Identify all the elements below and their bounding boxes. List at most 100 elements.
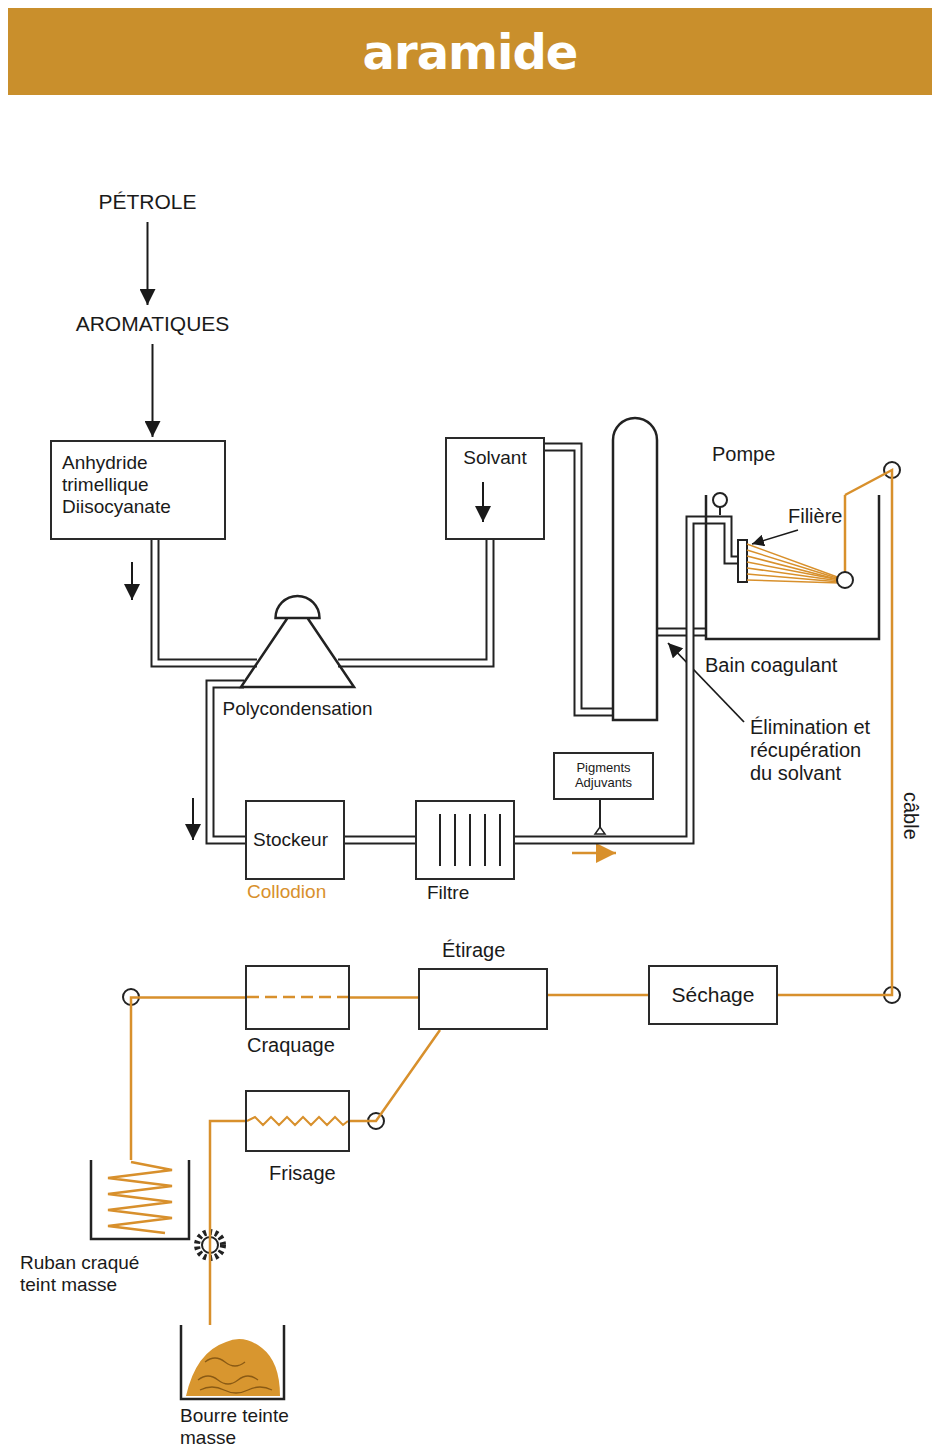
node-caption: Polycondensation [195,698,400,720]
fibre-line [350,996,418,999]
pipe-bore [345,838,415,843]
storage-tank: StockeurCollodion [245,800,345,880]
pipe [155,540,257,663]
reactor-outline [240,588,355,688]
coiled-sliver [108,1162,172,1233]
drawing-box: Étirage [418,968,548,1030]
node-content [420,970,546,1028]
dosing-line [595,827,605,834]
bin-outline [180,1325,285,1400]
node-content: Solvant [447,439,543,538]
pump-and-spinneret [738,540,747,582]
roller [837,572,853,588]
node-caption: Bourre teinte masse [180,1405,300,1449]
node-caption: Collodion [247,881,326,903]
flow-arrow [131,562,133,600]
pipe-bore [515,520,705,840]
fibre-line [350,1030,440,1121]
fibre-path [350,1030,440,1121]
node-content [417,802,513,878]
node-label: Anhydride trimellique Diisocyanate [62,452,214,518]
pipe-bore [338,540,490,663]
pipe-wall [338,540,490,663]
filament-bundle [844,495,847,572]
node-caption: Bain coagulant [705,654,837,677]
flow-arrow [192,798,194,840]
filament-bundle [747,574,840,582]
pipe-bore [155,540,257,663]
recovery-column [613,418,657,720]
arrow-line [152,344,154,437]
pipe [345,840,415,841]
node-label: PÉTROLE [98,190,196,214]
pump-and-spinneret [713,493,727,507]
node-label: Pigments Adjuvants [559,761,648,791]
fibre-path [210,1121,245,1325]
node-content: PÉTROLE [85,186,210,218]
node-label: Stockeur [253,829,328,851]
fibre-path [350,997,418,998]
filament-bundle [747,544,840,578]
additive-box: Pigments Adjuvants [553,752,654,800]
pipe [338,540,490,663]
node-caption: Craquage [247,1034,335,1057]
pipe-wall [515,520,705,840]
fibre-line [131,998,245,1161]
pump-and-spinneret [703,493,747,582]
node-label: Séchage [672,983,755,1007]
node-content: Anhydride trimellique Diisocyanate [52,442,224,538]
bath-outline [706,495,879,639]
node-caption: Ruban craqué teint masse [20,1252,160,1296]
filament-bundle [747,568,840,581]
arrow-line [147,222,149,305]
node-caption: Filtre [427,882,469,904]
fibre-line [548,994,648,997]
flow-arrow [147,222,148,305]
dosing-line [595,800,605,834]
staple-fibre-pile [198,1358,272,1393]
cracked-fibre [247,996,348,999]
filament-bundle [747,580,840,583]
recovery-column [655,630,707,635]
title-text: aramide [8,8,932,95]
flow-arrow [152,344,153,437]
sliver-can: Ruban craqué teint masse [90,1160,190,1240]
drying-box: Séchage [648,965,778,1025]
node-content: AROMATIQUES [55,308,250,340]
filter-element [484,814,486,866]
pipe-wall [345,836,415,845]
bin-outline [90,1160,190,1240]
node-caption: Frisage [269,1162,336,1185]
cracking-box: Craquage [245,965,350,1030]
filter-element [439,814,441,866]
pump-and-spinneret [719,507,721,515]
node-content: Pigments Adjuvants [555,754,652,798]
flow-arrow [482,482,484,522]
part-label: Filière [788,505,842,528]
node-content: Séchage [650,967,776,1023]
fibre-path [131,998,245,1161]
solvent-tank: Solvant [445,437,545,540]
node-content: Stockeur [247,802,343,878]
node-content [247,967,348,1028]
filter-box: Filtre [415,800,515,880]
filter-element [469,814,471,866]
raw-material-box: Anhydride trimellique Diisocyanate [50,440,226,540]
roller [123,462,900,1129]
fibre-line [210,1121,245,1325]
callout-note: Élimination et récupération du solvant [750,716,875,785]
title-band [8,8,932,95]
recovery-column [545,447,613,712]
node-content [247,1092,348,1150]
node-content [90,1160,190,1240]
dosing-line [599,800,601,829]
intermediate-text: AROMATIQUES [55,308,250,340]
staple-fibre-pile [186,1339,280,1396]
pipe [515,520,705,840]
bin-outline [181,1325,284,1399]
flow-arrow [572,852,616,855]
node-caption: Étirage [442,939,505,962]
cracked-fibre [247,996,348,999]
pipe-wall [155,540,257,663]
source-text: PÉTROLE [85,186,210,218]
